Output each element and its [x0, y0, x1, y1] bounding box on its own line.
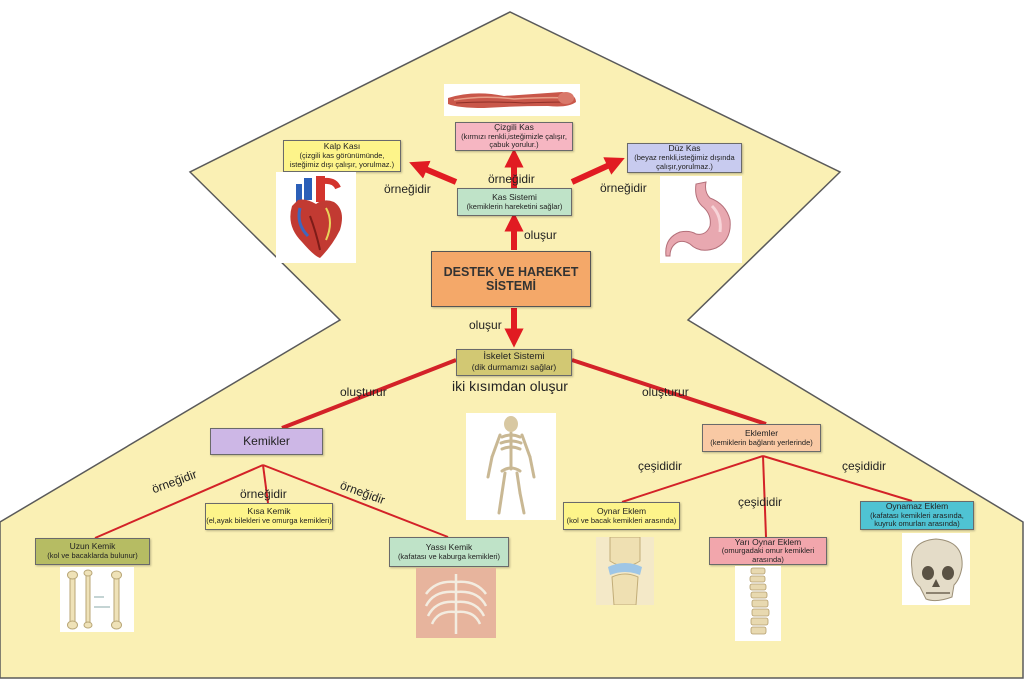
center-line2: SİSTEMİ	[485, 279, 536, 293]
label-ornegidir-duz: örneğidir	[600, 181, 647, 195]
oynar-eklem-node: Oynar Eklem (kol ve bacak kemikleri aras…	[563, 502, 680, 530]
arrow-kas-to-duz	[570, 157, 625, 185]
line-kemikler-to-yassi	[262, 464, 449, 538]
cizgili-kas-node: Çizgili Kas (kırmızı renkli,isteğimizle …	[455, 122, 573, 151]
oynamaz-eklem-node: Oynamaz Eklem (kafatası kemikleri arasın…	[860, 501, 974, 530]
cizgili-kas-image	[444, 84, 580, 116]
label-cesididir-oynamaz: çeşididir	[842, 459, 887, 473]
stomach-icon	[665, 181, 731, 257]
kisa-title: Kısa Kemik	[247, 506, 291, 517]
uzun-sub: (kol ve bacaklarda bulunur)	[47, 551, 138, 561]
line-eklemler-to-oynamaz	[762, 455, 913, 502]
skull-icon	[911, 538, 963, 602]
label-olusturur-right: oluşturur	[642, 385, 689, 399]
label-ornegidir-cizgili: örneğidir	[488, 172, 535, 186]
yassi-sub: (kafatası ve kaburga kemikleri)	[397, 551, 501, 561]
kemikler-node: Kemikler	[210, 428, 323, 455]
skeleton-icon	[486, 416, 536, 515]
label-cesididir-yari: çeşididir	[738, 495, 783, 509]
oynar-sub: (kol ve bacak kemikleri arasında)	[566, 515, 677, 525]
duz-kas-node: Düz Kas (beyaz renkli,isteğimiz dışında …	[627, 143, 742, 173]
duz-title: Düz Kas	[668, 143, 701, 154]
center-node: DESTEK VE HAREKET SİSTEMİ	[431, 251, 591, 307]
label-olusur-bottom: oluşur	[469, 318, 502, 332]
oynamaz-eklem-image	[902, 533, 970, 605]
long-bones-icon	[67, 569, 122, 630]
yassi-title: Yassı Kemik	[425, 541, 473, 552]
iskelet-node: İskelet Sistemi (dik durmamızı sağlar)	[456, 349, 572, 376]
iskelet-caption: iki kısımdan oluşur	[452, 378, 568, 394]
line-kemikler-to-uzun	[94, 464, 264, 539]
line-kemikler-to-kisa	[262, 464, 269, 504]
line-iskelet-to-kemikler	[281, 358, 457, 430]
ribcage-icon	[416, 568, 496, 638]
oynar-eklem-image	[596, 537, 654, 605]
kisa-sub: (el,ayak bilekleri ve omurga kemikleri)	[206, 516, 332, 526]
kemikler-title: Kemikler	[243, 433, 290, 448]
eklemler-node: Eklemler (kemiklerin bağlantı yerlerinde…	[702, 424, 821, 452]
eklemler-sub: (kemiklerin bağlantı yerlerinde)	[710, 437, 813, 447]
eklemler-title: Eklemler	[744, 427, 779, 438]
kas-system-node: Kas Sistemi (kemiklerin hareketini sağla…	[457, 188, 572, 216]
label-ornegidir-kalp: örneğidir	[384, 182, 431, 196]
heart-icon	[290, 176, 342, 258]
iskelet-sub: (dik durmamızı sağlar)	[471, 362, 557, 373]
uzun-kemik-image	[60, 567, 134, 632]
label-olusur-top: oluşur	[524, 228, 557, 242]
yassi-kemik-node: Yassı Kemik (kafatası ve kaburga kemikle…	[389, 537, 509, 567]
oynar-title: Oynar Eklem	[596, 505, 647, 516]
kalp-title: Kalp Kası	[323, 141, 361, 152]
skeleton-image	[466, 413, 556, 520]
yari-oynar-eklem-node: Yarı Oynar Eklem (omurgadaki omur kemikl…	[709, 537, 827, 565]
iskelet-title: İskelet Sistemi	[483, 351, 545, 363]
cizgili-title: Çizgili Kas	[494, 122, 534, 132]
arrow-kas-to-kalp	[409, 160, 458, 185]
oynamaz-title: Oynamaz Eklem	[885, 501, 949, 511]
spine-icon	[749, 567, 770, 635]
yari-sub: (omurgadaki omur kemikleri arasında)	[721, 546, 815, 564]
yari-title: Yarı Oynar Eklem	[734, 536, 802, 547]
kas-title: Kas Sistemi	[492, 191, 537, 202]
line-eklemler-to-yari	[762, 455, 767, 538]
line-iskelet-to-eklemler	[571, 358, 767, 426]
kalp-kasi-node: Kalp Kası (çizgili kas görünümünde, iste…	[283, 140, 401, 172]
uzun-title: Uzun Kemik	[69, 541, 116, 552]
uzun-kemik-node: Uzun Kemik (kol ve bacaklarda bulunur)	[35, 538, 150, 565]
kisa-kemik-node: Kısa Kemik (el,ayak bilekleri ve omurga …	[205, 503, 333, 530]
cizgili-sub: (kırmızı renkli,isteğimizle çalışır, çab…	[461, 131, 567, 150]
oynamaz-sub: (kafatası kemikleri arasında, kuyruk omu…	[870, 510, 964, 529]
duz-sub: (beyaz renkli,isteğimiz dışında çalışır,…	[634, 153, 735, 171]
center-line1: DESTEK VE HAREKET	[443, 264, 579, 279]
kas-sub: (kemiklerin hareketini sağlar)	[466, 201, 563, 211]
yari-oynar-eklem-image	[735, 566, 781, 641]
kalp-image	[276, 172, 356, 263]
yassi-kemik-image	[416, 568, 496, 638]
line-eklemler-to-oynar	[621, 455, 764, 503]
kalp-sub: (çizgili kas görünümünde, isteğimiz dışı…	[289, 151, 395, 169]
duz-kas-image	[660, 176, 742, 263]
knee-joint-icon	[596, 537, 654, 605]
label-ornegidir-kisa: örneğidir	[240, 487, 287, 501]
label-olusturur-left: oluşturur	[340, 385, 387, 399]
label-cesididir-oynar: çeşididir	[638, 459, 683, 473]
muscle-arm-icon	[448, 92, 576, 108]
